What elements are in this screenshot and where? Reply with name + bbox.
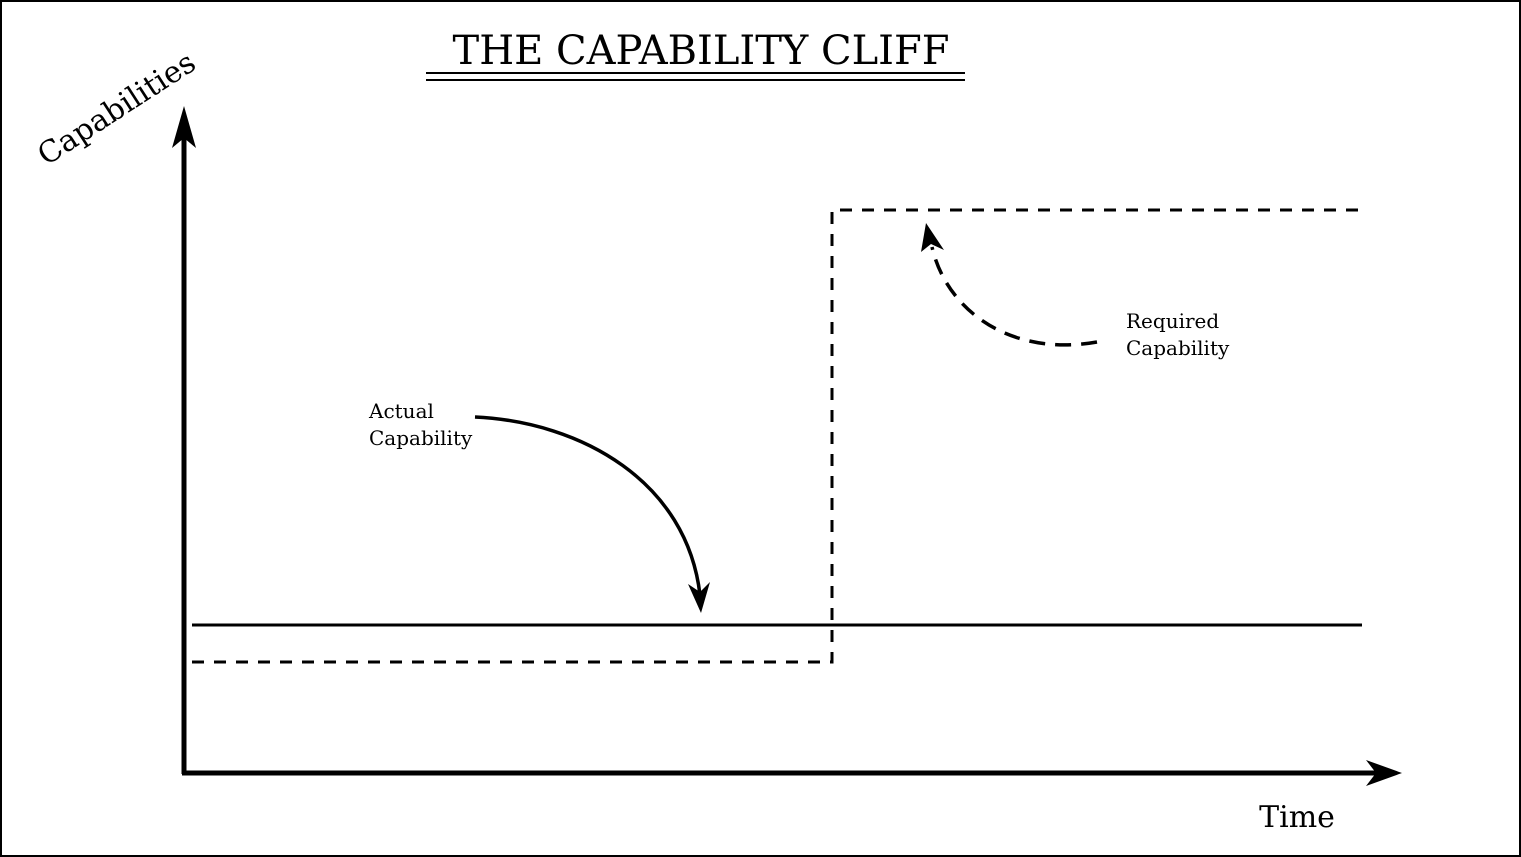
required-capability-pointer-arrow — [930, 246, 1098, 347]
y-axis-arrowhead — [172, 106, 196, 148]
diagram-title: THE CAPABILITY CLIFF — [453, 28, 950, 74]
required-label-line1: Required — [1126, 309, 1219, 333]
actual-label-line2: Capability — [369, 426, 473, 450]
x-axis-label: Time — [1259, 800, 1335, 835]
actual-capability-pointer-arrow — [474, 415, 702, 596]
y-axis-label: Capabilities — [32, 45, 203, 173]
required-pointer-arrowhead — [921, 223, 944, 252]
required-label-line2: Capability — [1126, 336, 1230, 360]
actual-pointer-arrowhead — [688, 582, 710, 613]
required-capability-line — [192, 208, 1362, 664]
actual-label-line1: Actual — [368, 399, 434, 423]
x-axis-arrowhead — [1366, 760, 1402, 786]
actual-capability-label: Actual Capability — [368, 399, 473, 450]
required-capability-label: Required Capability — [1126, 309, 1230, 360]
